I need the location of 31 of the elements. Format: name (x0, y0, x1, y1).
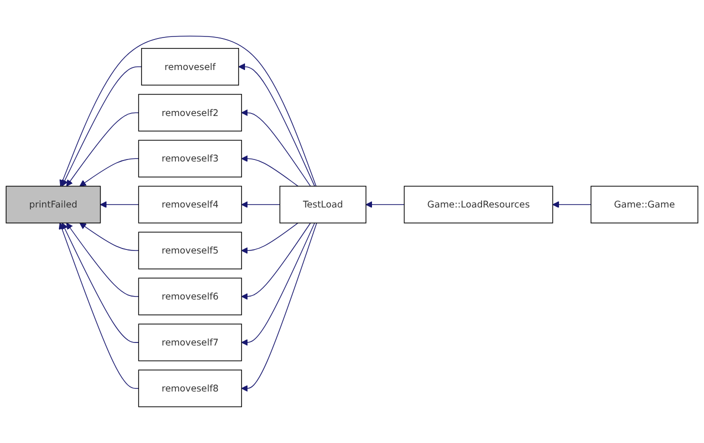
arrow (241, 201, 280, 208)
arrow (62, 222, 140, 343)
node-box: removeself (141, 48, 240, 86)
arrow (62, 66, 142, 187)
node-box: Game::Game (590, 186, 698, 224)
node-box: removeself3 (138, 140, 242, 178)
arrow (241, 222, 298, 254)
arrow (241, 222, 315, 346)
arrow (60, 36, 316, 187)
arrow (241, 109, 311, 187)
node-box: removeself5 (138, 232, 242, 270)
node-box: removeself7 (138, 324, 242, 362)
arrow (58, 222, 140, 389)
arrow (100, 201, 140, 208)
node-box: removeself8 (138, 370, 242, 408)
node-box: removeself2 (138, 94, 242, 132)
arrow (66, 222, 140, 297)
node-box: removeself6 (138, 278, 242, 316)
arrow (238, 63, 315, 187)
arrow (241, 155, 298, 187)
arrow (552, 201, 592, 208)
node-box: printFailed (6, 186, 101, 224)
node-box: Game::LoadResources (404, 186, 554, 224)
arrow (79, 158, 140, 187)
arrow (66, 112, 140, 187)
node-box: removeself4 (138, 186, 242, 224)
arrow (366, 201, 405, 208)
arrow (79, 222, 140, 251)
node-box: TestLoad (279, 186, 366, 224)
arrow (241, 222, 311, 300)
arrow (241, 222, 318, 392)
